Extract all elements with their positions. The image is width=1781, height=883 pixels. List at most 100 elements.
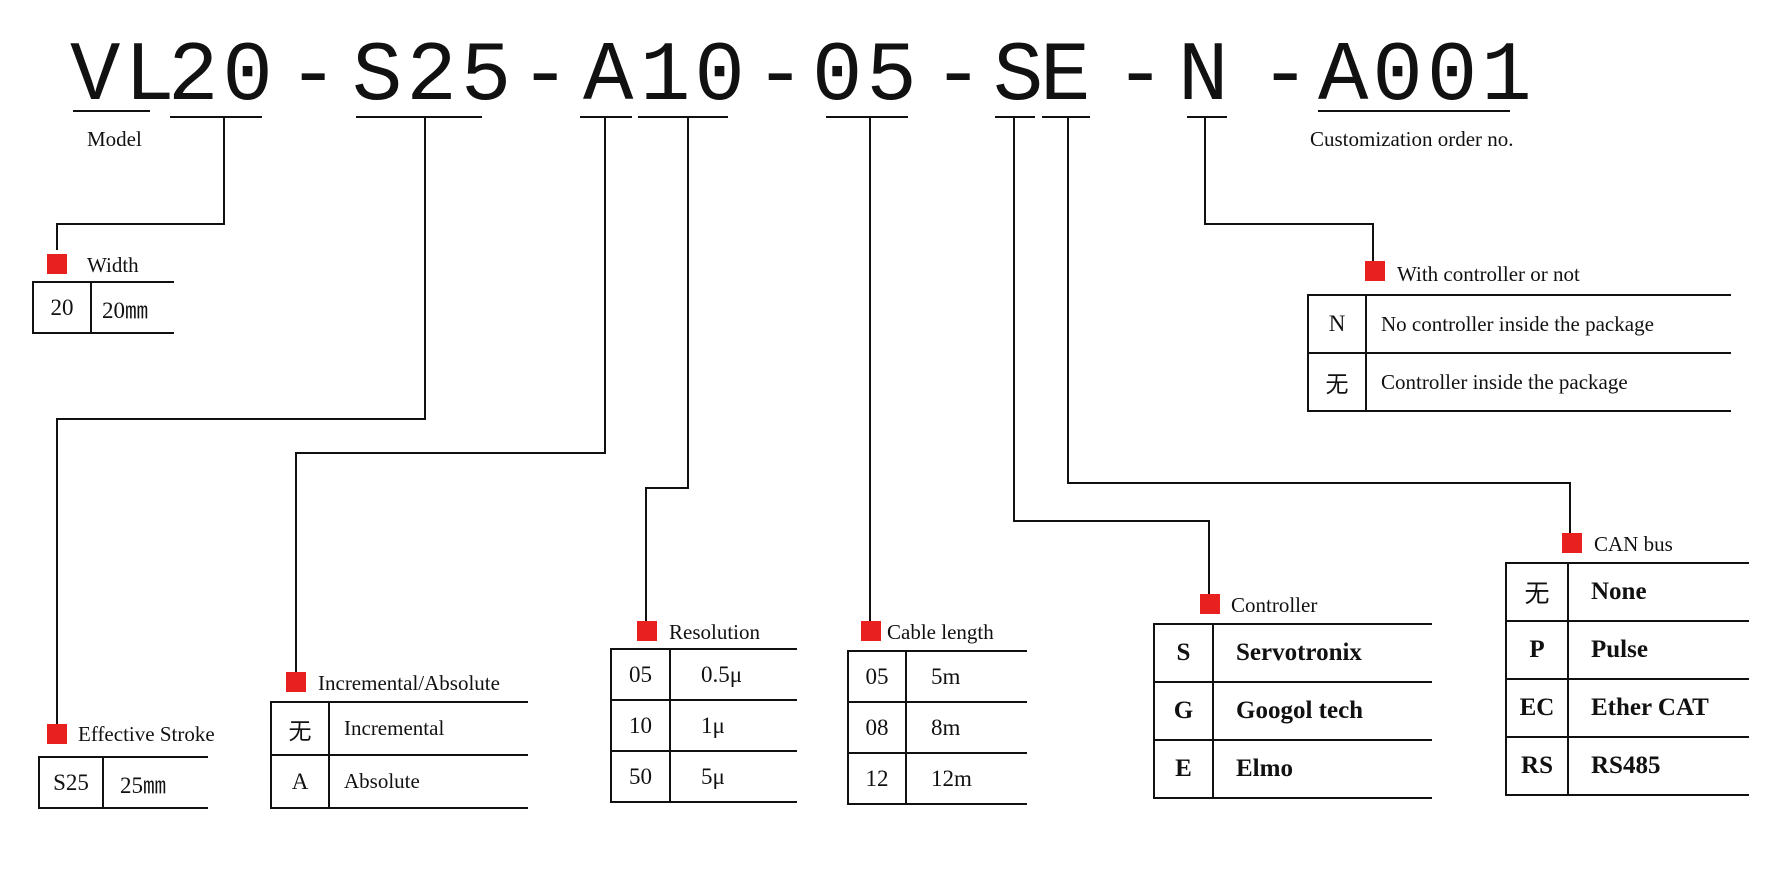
option-desc: None: [1568, 562, 1749, 622]
table-row: 无 Incremental: [270, 701, 528, 756]
option-code: 08: [847, 701, 907, 754]
table-row: 10 1μ: [610, 699, 797, 752]
table-row: 无 Controller inside the package: [1307, 352, 1731, 412]
red-square-icon: [47, 724, 67, 744]
option-code: S25: [38, 756, 104, 809]
option-code: 05: [610, 648, 671, 701]
option-code: E: [1153, 739, 1214, 799]
option-code: 12: [847, 752, 907, 805]
table-row: 12 12m: [847, 752, 1027, 805]
table-row: 08 8m: [847, 701, 1027, 754]
option-code: 10: [610, 699, 671, 752]
table-row: S Servotronix: [1153, 623, 1432, 683]
table-row: 05 5m: [847, 650, 1027, 703]
width-title: Width: [87, 253, 139, 277]
table-row: EC Ether CAT: [1505, 678, 1749, 738]
red-square-icon: [637, 621, 657, 641]
option-code: 50: [610, 750, 671, 803]
cable-table: 05 5m 08 8m 12 12m: [847, 650, 1027, 805]
option-code: N: [1307, 294, 1367, 354]
option-desc: Ether CAT: [1568, 678, 1749, 738]
table-row: 05 0.5μ: [610, 648, 797, 701]
with-controller-title: With controller or not: [1397, 262, 1580, 286]
option-desc: Googol tech: [1213, 681, 1432, 741]
table-row: 50 5μ: [610, 750, 797, 803]
red-square-icon: [861, 621, 881, 641]
option-desc: Absolute: [329, 754, 528, 809]
table-row: 20 20㎜: [32, 281, 174, 334]
option-desc: Servotronix: [1213, 623, 1432, 683]
table-row: G Googol tech: [1153, 681, 1432, 741]
code-dash-1: -: [288, 30, 339, 125]
code-controller: S: [993, 30, 1044, 125]
canbus-title: CAN bus: [1594, 532, 1673, 556]
customization-label: Customization order no.: [1310, 127, 1514, 151]
option-code: A: [270, 754, 330, 809]
table-row: RS RS485: [1505, 736, 1749, 796]
option-code: G: [1153, 681, 1214, 741]
option-desc: Pulse: [1568, 620, 1749, 680]
model-label: Model: [87, 127, 142, 151]
option-code: S: [1153, 623, 1214, 683]
option-desc: 8m: [906, 701, 1027, 754]
option-desc: 1μ: [670, 699, 797, 752]
code-dash-2: -: [520, 30, 571, 125]
table-row: N No controller inside the package: [1307, 294, 1731, 354]
table-row: A Absolute: [270, 754, 528, 809]
option-desc: No controller inside the package: [1366, 294, 1731, 354]
code-stroke: S25: [352, 30, 516, 125]
table-row: E Elmo: [1153, 739, 1432, 799]
option-code: P: [1505, 620, 1569, 680]
code-model: VL: [70, 30, 179, 125]
resolution-table: 05 0.5μ 10 1μ 50 5μ: [610, 648, 797, 803]
code-encoder: A: [583, 30, 634, 125]
red-square-icon: [1562, 533, 1582, 553]
with-controller-table: N No controller inside the package 无 Con…: [1307, 294, 1731, 412]
option-code: 05: [847, 650, 907, 703]
red-square-icon: [286, 672, 306, 692]
red-square-icon: [1200, 594, 1220, 614]
option-desc: Elmo: [1213, 739, 1432, 799]
option-desc: 20㎜: [91, 281, 174, 334]
width-table: 20 20㎜: [32, 281, 174, 334]
code-dash-3: -: [755, 30, 806, 125]
table-row: S25 25㎜: [38, 756, 208, 809]
option-code: EC: [1505, 678, 1569, 738]
encoder-title: Incremental/Absolute: [318, 671, 500, 695]
stroke-title: Effective Stroke: [78, 722, 215, 746]
option-desc: Incremental: [329, 701, 528, 756]
option-desc: 25㎜: [103, 756, 208, 809]
code-customization: A001: [1318, 30, 1536, 125]
red-square-icon: [47, 254, 67, 274]
code-resolution: 10: [640, 30, 749, 125]
cable-title: Cable length: [887, 620, 994, 644]
option-desc: 5μ: [670, 750, 797, 803]
table-row: P Pulse: [1505, 620, 1749, 680]
stroke-table: S25 25㎜: [38, 756, 208, 809]
red-square-icon: [1365, 261, 1385, 281]
option-desc: Controller inside the package: [1366, 352, 1731, 412]
option-code: 无: [270, 701, 330, 756]
option-code: 20: [32, 281, 92, 334]
option-desc: 0.5μ: [670, 648, 797, 701]
code-canbus: E: [1040, 30, 1091, 125]
code-with-controller: N: [1178, 30, 1229, 125]
code-dash-6: -: [1260, 30, 1311, 125]
option-desc: 5m: [906, 650, 1027, 703]
resolution-title: Resolution: [669, 620, 761, 644]
option-code: RS: [1505, 736, 1569, 796]
encoder-table: 无 Incremental A Absolute: [270, 701, 528, 809]
code-cable: 05: [812, 30, 921, 125]
code-width: 20: [168, 30, 277, 125]
code-dash-4: -: [933, 30, 984, 125]
table-row: 无 None: [1505, 562, 1749, 622]
option-code: 无: [1307, 352, 1367, 412]
canbus-table: 无 None P Pulse EC Ether CAT RS RS485: [1505, 562, 1749, 796]
controller-table: S Servotronix G Googol tech E Elmo: [1153, 623, 1432, 799]
option-code: 无: [1505, 562, 1569, 622]
controller-title: Controller: [1231, 593, 1318, 617]
option-desc: RS485: [1568, 736, 1749, 796]
option-desc: 12m: [906, 752, 1027, 805]
code-dash-5: -: [1115, 30, 1166, 125]
